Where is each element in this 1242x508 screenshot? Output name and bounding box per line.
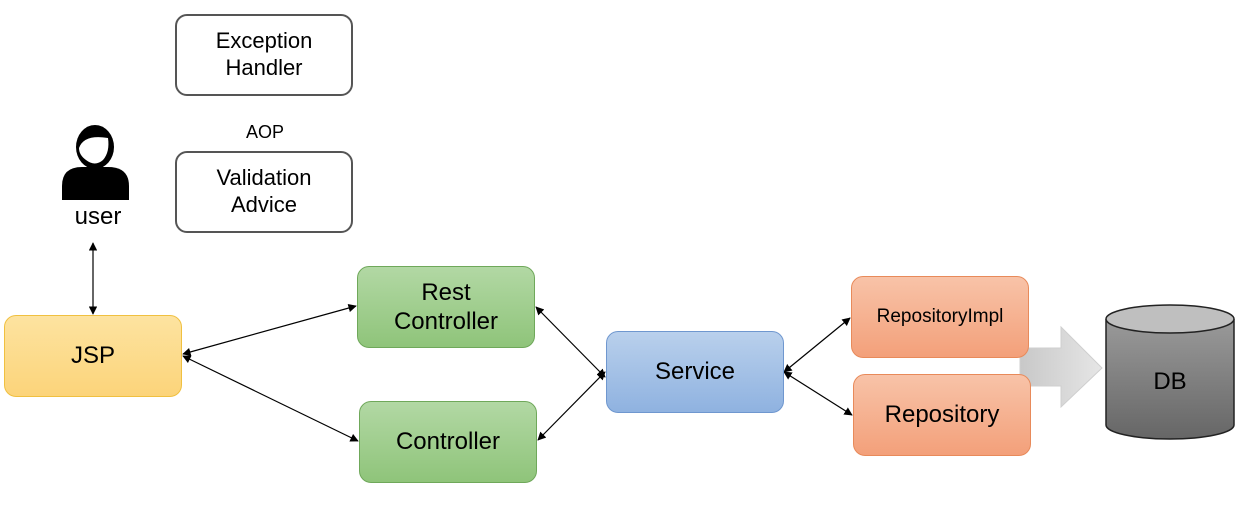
controller-service-arrow bbox=[537, 371, 606, 441]
service-repository-arrow bbox=[783, 371, 853, 416]
user-icon bbox=[62, 125, 129, 200]
rest-controller-box: Rest Controller bbox=[357, 266, 535, 348]
repository-to-db-arrow bbox=[1019, 325, 1103, 409]
jsp-controller-arrow bbox=[182, 355, 359, 442]
jsp-box: JSP bbox=[4, 315, 182, 397]
db-cylinder bbox=[1105, 304, 1235, 440]
exception-handler-box: Exception Handler bbox=[175, 14, 353, 96]
jsp-rest-controller-arrow bbox=[182, 303, 357, 357]
user-label: user bbox=[74, 203, 122, 230]
repositoryimpl-box: RepositoryImpl bbox=[851, 276, 1029, 358]
aop-label: AOP bbox=[245, 122, 284, 142]
service-box: Service bbox=[606, 331, 784, 413]
service-repositoryimpl-arrow bbox=[783, 317, 851, 373]
controller-box: Controller bbox=[359, 401, 537, 483]
db-label: DB bbox=[1153, 368, 1187, 395]
rest-controller-service-arrow bbox=[535, 306, 606, 378]
repository-box: Repository bbox=[853, 374, 1031, 456]
validation-advice-box: Validation Advice bbox=[175, 151, 353, 233]
